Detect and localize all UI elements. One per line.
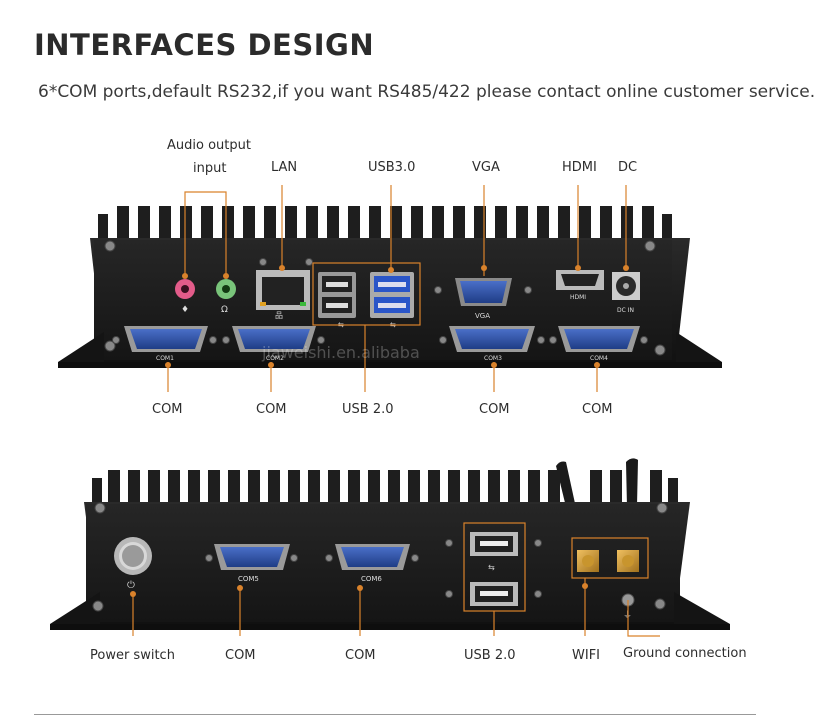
page-subtitle: 6*COM ports,default RS232,if you want RS… [38, 82, 815, 102]
com3-port: COM3 [449, 326, 535, 362]
label-power-switch: Power switch [90, 648, 175, 663]
vga-port: VGA [455, 278, 512, 320]
svg-text:⇆: ⇆ [488, 563, 495, 572]
usb-highlight-box [312, 262, 421, 326]
lan-port: 品 [256, 270, 310, 320]
label-com4: COM [582, 402, 613, 417]
com2-port: COM2 [232, 326, 316, 362]
usb3-stack [370, 272, 414, 318]
com3-silk: COM3 [484, 355, 502, 362]
top-callouts [167, 185, 627, 392]
com6-port: COM6 [335, 544, 410, 583]
svg-text:品: 品 [275, 311, 283, 320]
footer-divider [34, 714, 756, 715]
label-wifi: WIFI [572, 648, 600, 663]
label-audio-output: Audio output [167, 138, 251, 153]
label-usb3: USB3.0 [368, 160, 416, 175]
label-audio-input: input [193, 161, 227, 176]
power-switch: ⏻ [114, 537, 152, 591]
svg-text:♦: ♦ [181, 305, 189, 315]
svg-text:⏻: ⏻ [127, 580, 135, 591]
svg-text:Ω: Ω [221, 305, 228, 315]
dcin-silk: DC IN [617, 307, 634, 314]
label-ground-connection: Ground connection [623, 646, 747, 661]
label-vga: VGA [472, 160, 500, 175]
hdmi-silk: HDMI [570, 294, 586, 301]
bottom-device: ⏻ COM5 COM6 ⇆ [50, 458, 730, 630]
com4-silk: COM4 [590, 355, 608, 362]
com1-silk: COM1 [156, 355, 174, 362]
com1-port: COM1 [124, 326, 208, 362]
label-com5: COM [225, 648, 256, 663]
dc-in-jack: DC IN [612, 272, 640, 314]
label-com6: COM [345, 648, 376, 663]
label-dc: DC [618, 160, 638, 175]
usb2-front-ports: ⇆ [470, 532, 518, 606]
label-com2: COM [256, 402, 287, 417]
com5-port: COM5 [214, 544, 290, 583]
hdmi-port: HDMI [556, 270, 604, 301]
com2-silk: COM2 [266, 355, 284, 362]
top-device: ♦ Ω 品 ⇆ ⇆ [58, 206, 722, 368]
label-hdmi: HDMI [562, 160, 597, 175]
com4-port: COM4 [558, 326, 640, 362]
device-illustration: ♦ Ω 品 ⇆ ⇆ [50, 185, 730, 637]
label-com3: COM [479, 402, 510, 417]
watermark: jiaweishi.en.alibaba [262, 343, 420, 362]
wifi-connectors [571, 537, 649, 579]
com6-silk: COM6 [361, 575, 382, 583]
label-usb2-top: USB 2.0 [342, 402, 394, 417]
com5-silk: COM5 [238, 575, 259, 583]
vga-silk: VGA [475, 312, 490, 320]
usb2-stack-top [318, 272, 356, 318]
label-lan: LAN [271, 160, 298, 175]
label-usb2-bottom: USB 2.0 [464, 648, 516, 663]
page-title: INTERFACES DESIGN [34, 28, 375, 62]
label-com1: COM [152, 402, 183, 417]
